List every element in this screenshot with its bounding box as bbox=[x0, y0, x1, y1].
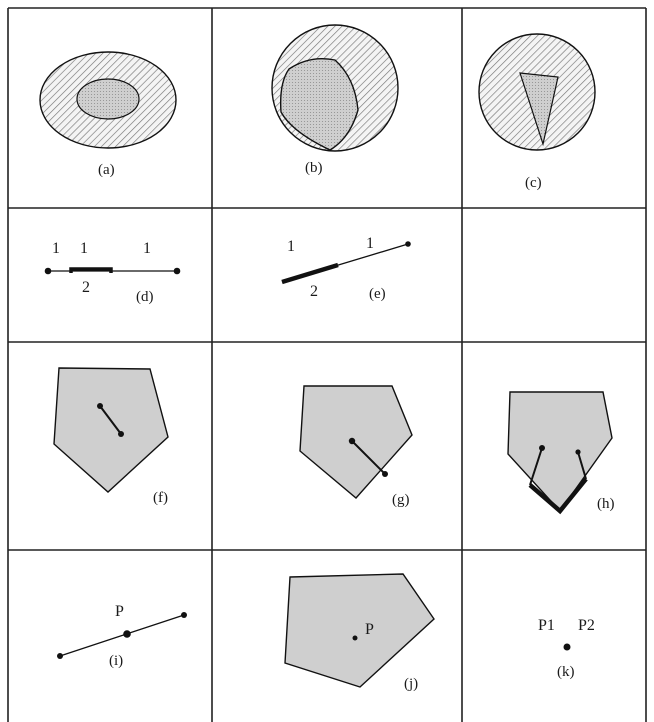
panel-j: P (j) bbox=[284, 573, 435, 692]
inner-line bbox=[577, 451, 587, 480]
point-p bbox=[352, 635, 358, 641]
panel-h: (h) bbox=[507, 391, 615, 515]
polygon-region bbox=[284, 573, 435, 688]
inner-region bbox=[76, 78, 140, 120]
endpoint bbox=[118, 431, 124, 437]
overlap-segment bbox=[69, 267, 113, 273]
endpoint bbox=[382, 471, 388, 477]
caption-e: (e) bbox=[369, 286, 386, 302]
caption-k: (k) bbox=[557, 664, 575, 680]
polygon-region bbox=[53, 367, 169, 493]
panel-g: (g) bbox=[299, 385, 413, 508]
endpoint bbox=[181, 612, 187, 618]
panel-c: (c) bbox=[478, 33, 596, 191]
label-1: 1 bbox=[366, 235, 374, 252]
inner-triangle bbox=[519, 72, 559, 147]
caption-j: (j) bbox=[404, 676, 418, 692]
panel-b: (b) bbox=[271, 24, 399, 176]
label-1: 1 bbox=[143, 240, 151, 257]
label-1: 1 bbox=[80, 240, 88, 257]
caption-a: (a) bbox=[98, 162, 115, 178]
endpoint bbox=[57, 653, 63, 659]
panel-e: 1 1 2 (e) bbox=[281, 235, 411, 302]
caption-c: (c) bbox=[525, 175, 542, 191]
label-1: 1 bbox=[287, 238, 295, 255]
label-1: 1 bbox=[52, 240, 60, 257]
overlap-segment bbox=[281, 262, 339, 285]
panel-i: P (i) bbox=[57, 603, 187, 669]
line bbox=[59, 614, 185, 657]
inner-region bbox=[279, 57, 359, 151]
caption-h: (h) bbox=[597, 496, 615, 512]
point-label-p1: P1 bbox=[538, 617, 555, 634]
caption-d: (d) bbox=[136, 289, 154, 305]
endpoint bbox=[539, 445, 545, 451]
boundary-overlap bbox=[528, 477, 588, 515]
caption-f: (f) bbox=[153, 490, 168, 506]
panel-a: (a) bbox=[39, 51, 177, 178]
point-label-p: P bbox=[365, 621, 374, 638]
polygon-region bbox=[299, 385, 413, 499]
point-label-p: P bbox=[115, 603, 124, 620]
inner-line bbox=[99, 405, 122, 435]
table-grid bbox=[7, 7, 647, 722]
panel-f: (f) bbox=[53, 367, 169, 506]
endpoint bbox=[348, 437, 356, 445]
caption-i: (i) bbox=[109, 653, 123, 669]
inner-line bbox=[529, 447, 543, 486]
caption-b: (b) bbox=[305, 160, 323, 176]
panel-k: P1 P2 (k) bbox=[538, 617, 595, 680]
endpoint bbox=[173, 267, 181, 275]
polygon-region bbox=[507, 391, 613, 513]
label-2: 2 bbox=[82, 279, 90, 296]
point-p bbox=[123, 630, 131, 638]
caption-g: (g) bbox=[392, 492, 410, 508]
coincident-point bbox=[563, 643, 571, 651]
endpoint bbox=[575, 449, 581, 455]
endpoint bbox=[44, 267, 52, 275]
label-2: 2 bbox=[310, 283, 318, 300]
point-label-p2: P2 bbox=[578, 617, 595, 634]
touching-line bbox=[351, 440, 386, 475]
endpoint bbox=[97, 403, 103, 409]
endpoint bbox=[405, 241, 411, 247]
panel-d: 1 1 1 2 (d) bbox=[44, 240, 181, 305]
